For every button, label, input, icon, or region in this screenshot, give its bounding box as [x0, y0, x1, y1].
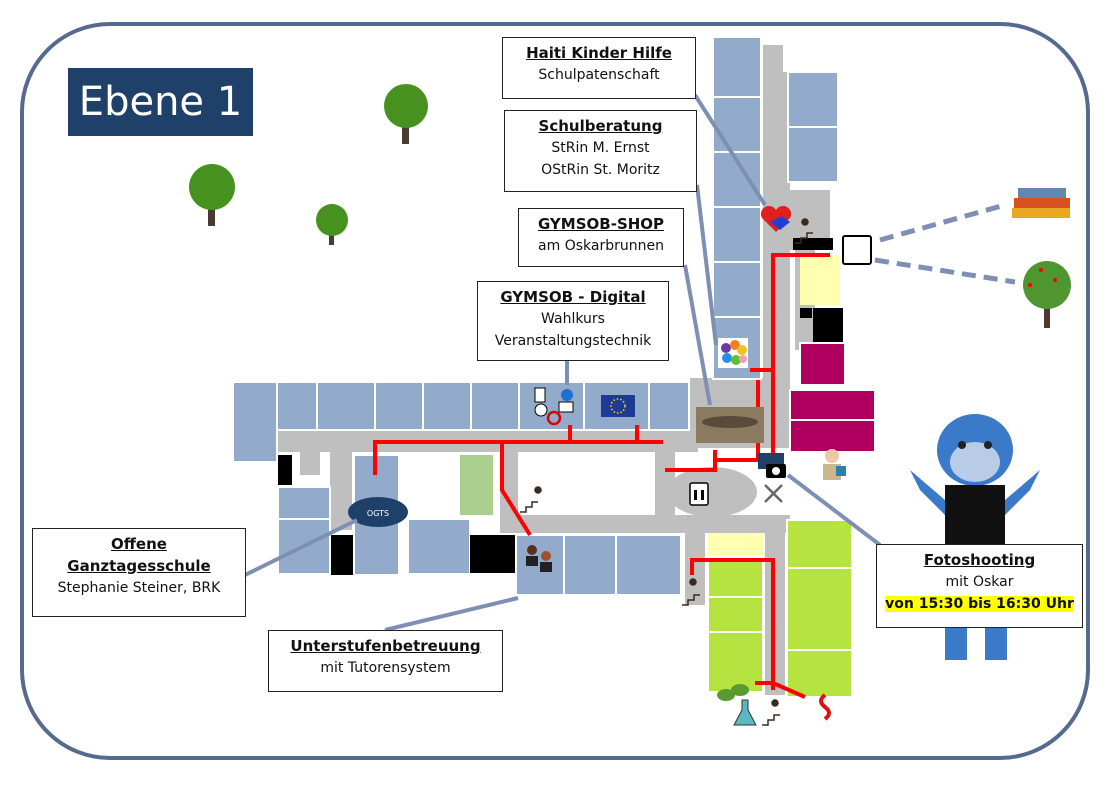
label-unterstufe-heading: Unterstufenbetreuung	[290, 637, 481, 655]
stairs-icon	[762, 699, 780, 726]
label-ogts-heading: Ganztagesschule	[67, 557, 211, 575]
label-shop-heading: GYMSOB-SHOP	[537, 215, 665, 233]
stairs-icon	[795, 218, 813, 244]
mascot-image	[910, 414, 1040, 660]
teacher-board-icon[interactable]	[842, 235, 872, 265]
apple-tree-icon	[1023, 261, 1071, 328]
students-icon	[526, 545, 552, 572]
label-foto-time: von 15:30 bis 16:30 Uhr	[885, 596, 1074, 612]
label-haiti-line: Schulpatenschaft	[538, 67, 660, 83]
room-green	[460, 455, 493, 515]
ogts-marker[interactable]	[348, 497, 408, 527]
label-haiti-heading: Haiti Kinder Hilfe	[526, 44, 672, 62]
label-digital-line: Veranstaltungstechnik	[494, 333, 652, 349]
map-frame	[20, 22, 1090, 760]
otter-statue-image[interactable]	[696, 407, 764, 443]
label-foto-heading: Fotoshooting	[923, 551, 1036, 569]
stairs-icon	[520, 486, 542, 513]
elevator-icon[interactable]	[689, 482, 709, 506]
callout-lines	[244, 93, 882, 632]
label-foto: Fotoshooting mit Oskar von 15:30 bis 16:…	[876, 544, 1083, 628]
label-haiti: Haiti Kinder Hilfe Schulpatenschaft	[502, 37, 696, 99]
label-schulberatung-line: OStRin St. Moritz	[541, 162, 660, 178]
stairs-icon	[682, 578, 700, 606]
ogts-marker-label: OGTS	[367, 509, 389, 518]
handshake-heart-icon	[760, 205, 792, 232]
tools-icon	[764, 484, 783, 503]
shop-logo-icon[interactable]	[718, 338, 748, 368]
rooms-magenta	[789, 342, 876, 453]
tree-icon	[189, 164, 235, 226]
books-icon	[1012, 188, 1070, 218]
reading-woman-icon	[823, 449, 846, 480]
label-schulberatung-heading: Schulberatung	[538, 117, 663, 135]
rooms-black	[278, 238, 843, 575]
label-schulberatung: Schulberatung StRin M. Ernst OStRin St. …	[504, 110, 697, 192]
label-schulberatung-line: StRin M. Ernst	[551, 140, 650, 156]
room-yellow	[708, 533, 763, 555]
tree-icon	[316, 204, 348, 245]
camera-icon[interactable]	[766, 464, 786, 478]
medical-icon	[819, 693, 831, 721]
label-foto-line: mit Oskar	[945, 574, 1014, 590]
label-digital-heading: GYMSOB - Digital	[500, 288, 646, 306]
digital-network-icon[interactable]	[534, 387, 574, 426]
label-ogts-heading: Offene	[111, 535, 167, 553]
dashed-links	[874, 202, 1016, 285]
label-ogts: Offene Ganztagesschule Stephanie Steiner…	[32, 528, 246, 617]
label-unterstufe-line: mit Tutorensystem	[320, 660, 451, 676]
label-shop-line: am Oskarbrunnen	[538, 238, 664, 254]
flask-icon	[733, 699, 757, 726]
tree-icon	[384, 84, 428, 144]
rooms-lime	[707, 519, 853, 698]
label-digital-line: Wahlkurs	[541, 311, 605, 327]
page-title: Ebene 1	[68, 68, 253, 136]
eu-flag-icon	[601, 395, 635, 417]
label-digital: GYMSOB - Digital Wahlkurs Veranstaltungs…	[477, 281, 669, 361]
plant-icon	[717, 684, 749, 701]
label-shop: GYMSOB-SHOP am Oskarbrunnen	[518, 208, 684, 267]
room-yellow	[800, 255, 840, 305]
label-ogts-line: Stephanie Steiner, BRK	[57, 580, 221, 596]
label-unterstufe: Unterstufenbetreuung mit Tutorensystem	[268, 630, 503, 692]
